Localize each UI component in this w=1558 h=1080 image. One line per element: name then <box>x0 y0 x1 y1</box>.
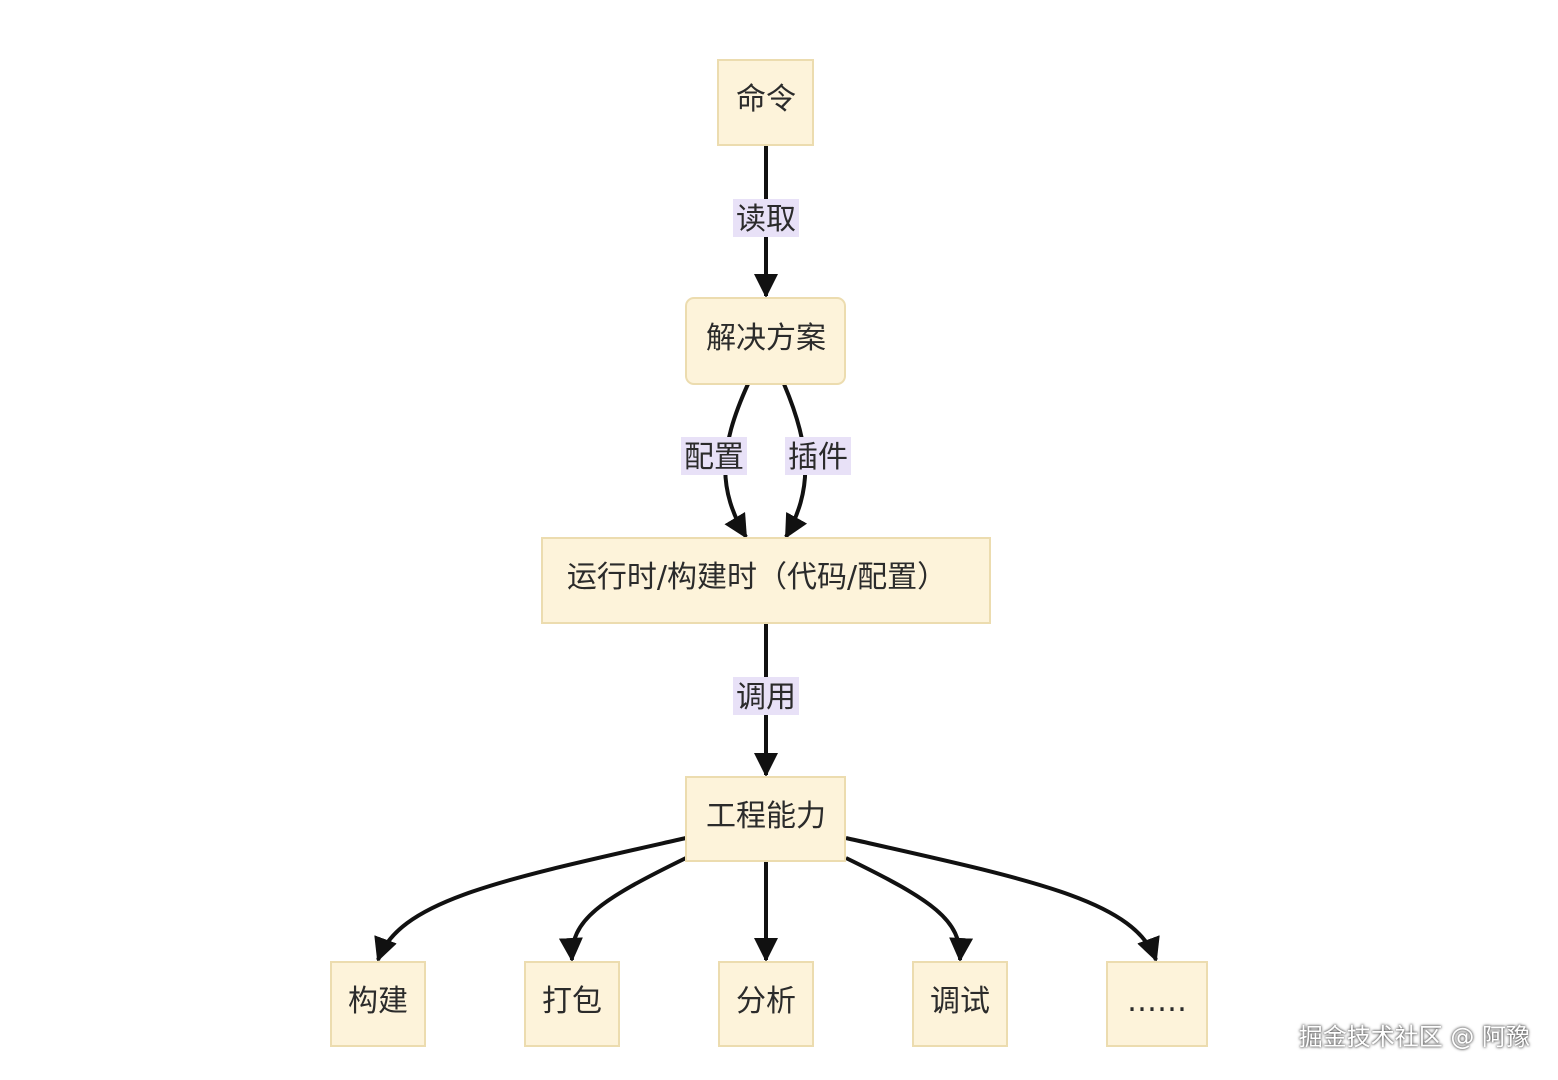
node-build: 构建 <box>330 961 426 1047</box>
watermark: 掘金技术社区 @ 阿豫 <box>1298 1023 1530 1051</box>
edge-label-plugin-text: 插件 <box>788 440 848 475</box>
node-command: 命令 <box>717 59 814 146</box>
node-engineering-label: 工程能力 <box>706 799 826 834</box>
edge-label-config-text: 配置 <box>684 440 744 475</box>
node-package-label: 打包 <box>542 984 602 1019</box>
edge-engineering-to-build <box>374 836 687 962</box>
edge-label-plugin: 插件 <box>785 437 851 475</box>
node-solution: 解决方案 <box>685 297 846 385</box>
node-more: …… <box>1106 961 1208 1047</box>
node-command-label: 命令 <box>736 82 796 117</box>
node-package: 打包 <box>524 961 620 1047</box>
edge-engineering-to-more <box>845 836 1160 962</box>
node-debug-label: 调试 <box>930 984 990 1019</box>
edge-label-read: 读取 <box>733 199 799 237</box>
edges <box>374 145 1160 962</box>
edge-label-read-text: 读取 <box>736 202 796 237</box>
node-build-label: 构建 <box>348 984 408 1019</box>
node-solution-label: 解决方案 <box>706 321 826 356</box>
edge-label-invoke: 调用 <box>733 677 799 715</box>
edge-label-invoke-text: 调用 <box>736 680 796 715</box>
node-runtime-label: 运行时/构建时（代码/配置） <box>567 560 947 595</box>
node-analyze: 分析 <box>718 961 814 1047</box>
node-more-label: …… <box>1127 984 1187 1019</box>
edge-label-config: 配置 <box>681 437 747 475</box>
node-runtime: 运行时/构建时（代码/配置） <box>541 537 991 624</box>
edge-engineering-to-package <box>558 856 687 962</box>
node-engineering: 工程能力 <box>685 776 846 862</box>
node-debug: 调试 <box>912 961 1008 1047</box>
edge-engineering-to-debug <box>845 856 974 962</box>
node-analyze-label: 分析 <box>736 984 796 1019</box>
